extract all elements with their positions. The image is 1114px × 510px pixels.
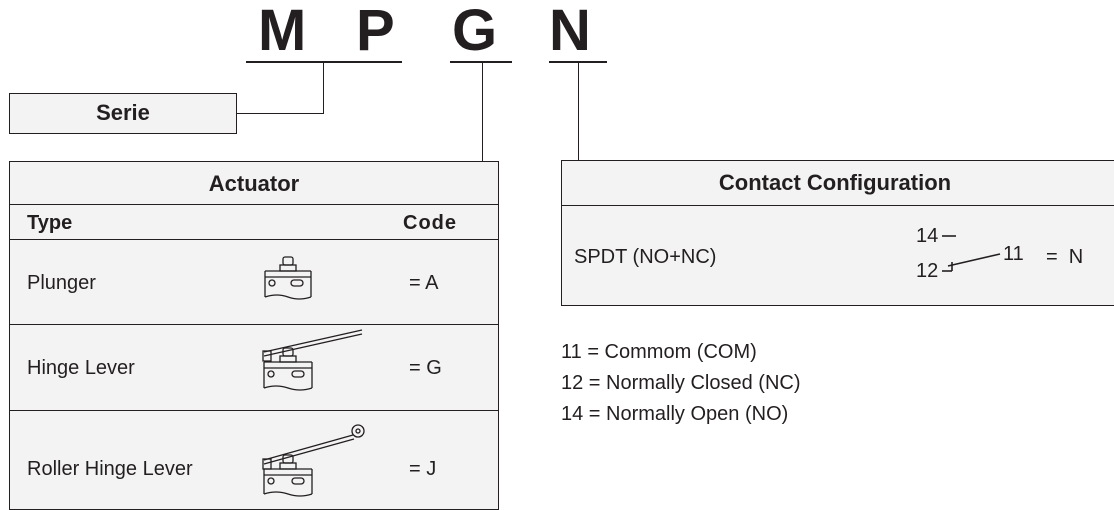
terminal-14-label: 14 <box>916 225 939 247</box>
actuator-row-type: Hinge Lever <box>27 357 135 379</box>
serie-connector-horizontal <box>236 113 324 114</box>
actuator-row-plunger <box>9 239 499 325</box>
actuator-col-code: Code <box>403 212 457 234</box>
actuator-connector <box>482 62 483 161</box>
hinge-lever-switch-icon <box>262 329 363 391</box>
actuator-col-type: Type <box>27 212 73 234</box>
actuator-row-type: Plunger <box>27 272 96 294</box>
actuator-row-code: = J <box>409 458 437 480</box>
spdt-switch-symbol-icon <box>942 235 1001 272</box>
actuator-title: Actuator <box>208 171 300 196</box>
actuator-header-row <box>9 204 499 240</box>
contact-connector <box>578 62 579 161</box>
roller-hinge-lever-switch-icon <box>262 424 365 497</box>
legend-item: 12 = Normally Closed (NC) <box>561 372 801 394</box>
contact-title: Contact Configuration <box>718 170 952 195</box>
actuator-row-hinge-lever <box>9 324 499 411</box>
serie-underline <box>246 61 402 63</box>
actuator-row-type: Roller Hinge Lever <box>27 458 193 480</box>
actuator-row-code: = G <box>409 357 442 379</box>
terminal-11-label: 11 <box>1003 243 1024 265</box>
serie-connector-vertical <box>323 62 324 113</box>
plunger-switch-icon <box>264 256 312 300</box>
code-letter-n: N <box>549 0 591 63</box>
legend-item: 14 = Normally Open (NO) <box>561 403 789 425</box>
contact-row-label: SPDT (NO+NC) <box>574 246 717 268</box>
actuator-underline <box>450 61 512 63</box>
terminal-12-label: 12 <box>916 260 939 282</box>
legend-item: 11 = Commom (COM) <box>561 341 757 363</box>
code-letter-p: P <box>356 0 395 63</box>
code-letter-g: G <box>452 0 498 63</box>
code-letter-m: M <box>258 0 307 63</box>
serie-label: Serie <box>96 100 150 125</box>
actuator-row-code: = A <box>409 272 439 294</box>
contact-title-cell <box>561 160 1114 206</box>
contact-row-code: = N <box>1046 246 1084 268</box>
actuator-row-roller-hinge-lever <box>9 410 499 510</box>
contact-row <box>561 205 1114 306</box>
serie-box <box>9 93 237 134</box>
